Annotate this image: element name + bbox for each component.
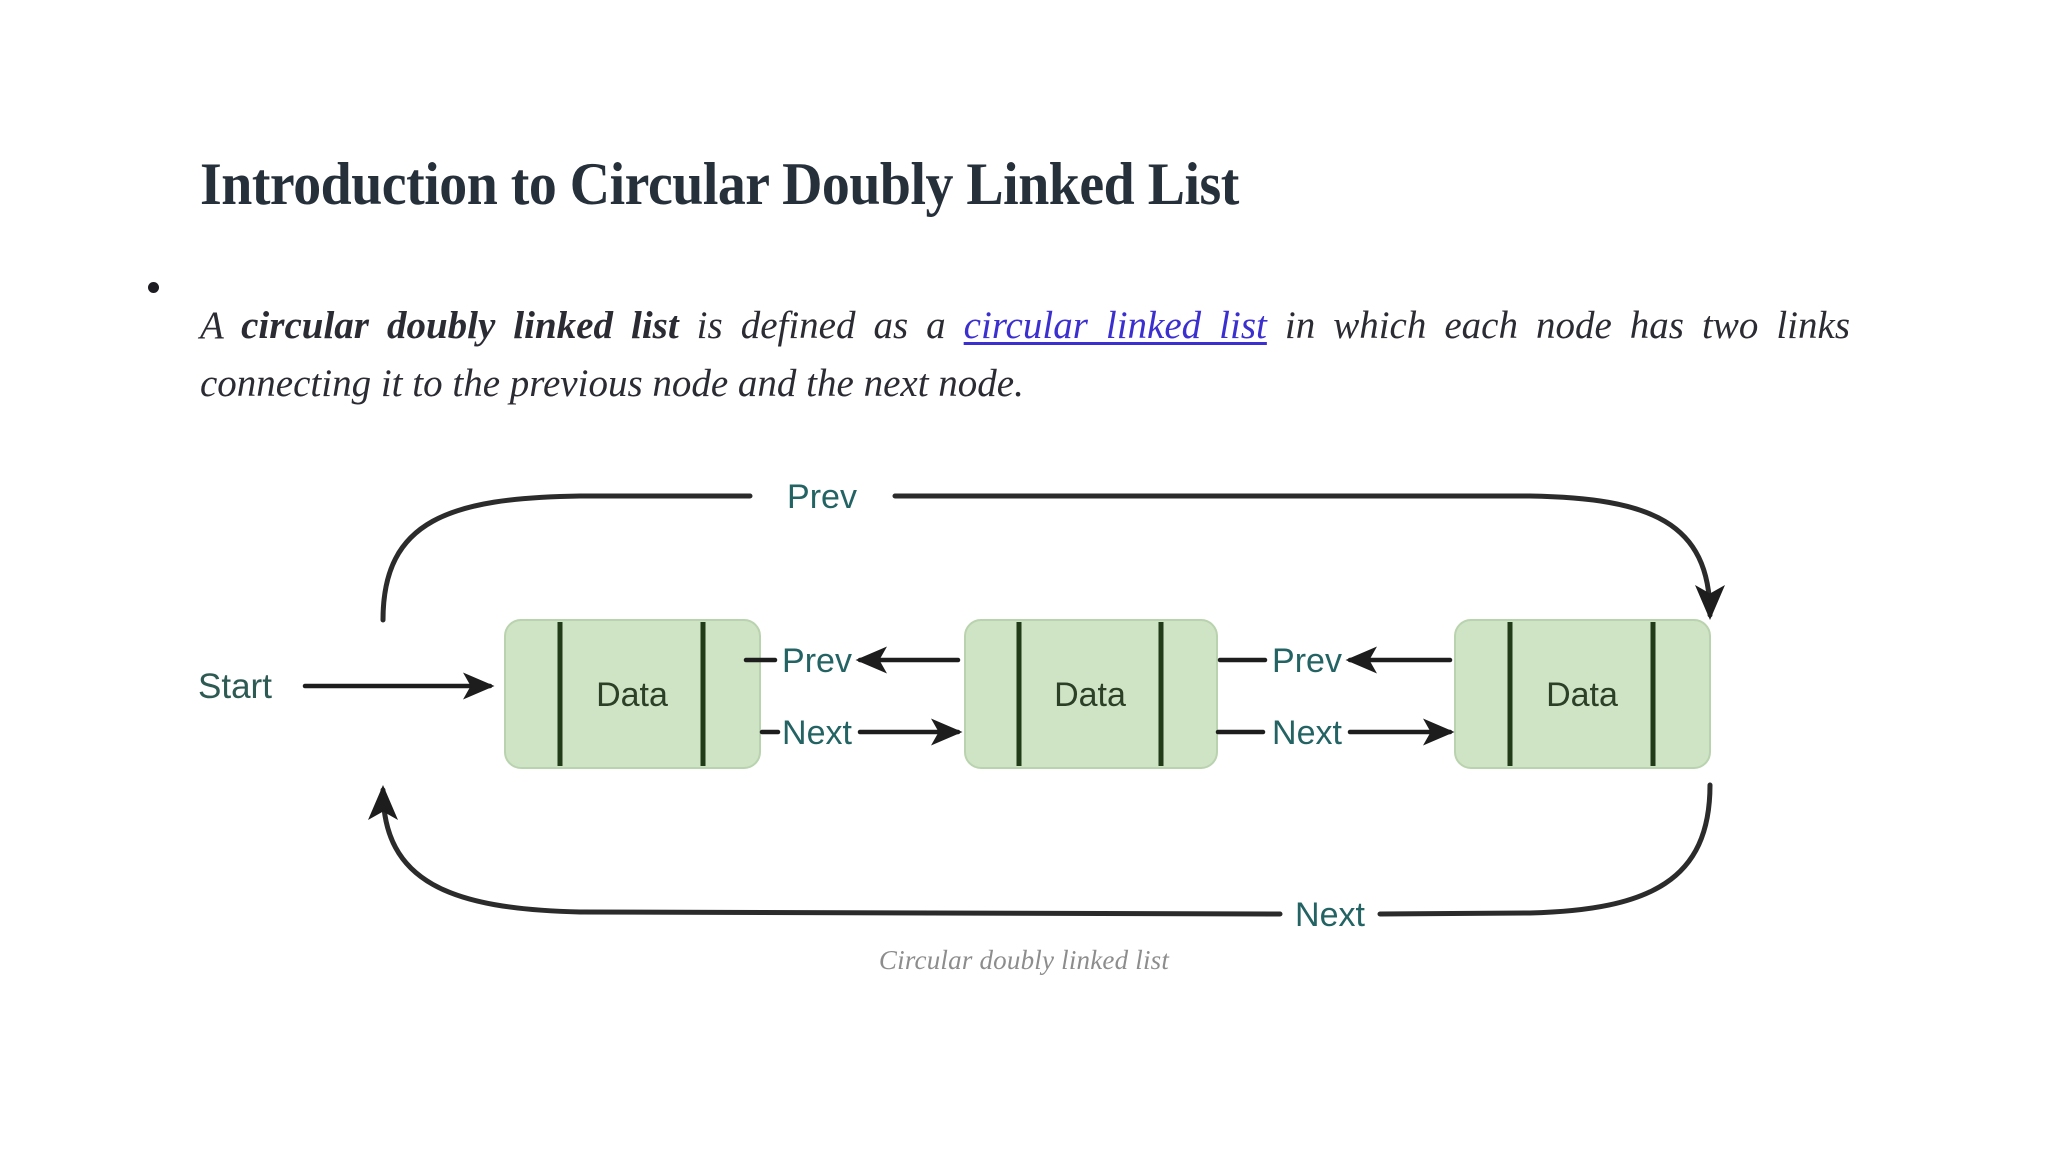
definition-paragraph: A circular doubly linked list is defined… (200, 297, 1850, 413)
link-circular-linked-list[interactable]: circular linked list (963, 304, 1267, 347)
paragraph-part-1: A (200, 304, 242, 347)
edge-next-node1-to-node2: Next (759, 714, 963, 752)
term-circular-doubly-linked-list: circular doubly linked list (241, 304, 679, 347)
paragraph-part-3: in which each node has two links connect… (200, 304, 1850, 405)
page-title: Introduction to Circular Doubly Linked L… (200, 151, 1239, 218)
edge-outer-prev: Prev (380, 478, 1725, 623)
node-3-box (1454, 619, 1711, 769)
node-1[interactable]: Data (504, 619, 761, 769)
edge-outer-next: Next (368, 782, 1713, 934)
node-2-label: Data (1054, 676, 1126, 714)
edge-prev-node2-to-node1: Prev (743, 642, 961, 680)
edge-label-next-2: Next (1272, 714, 1342, 752)
edge-outer-next-right-segment (1377, 782, 1713, 917)
edge-next-node2-to-node3: Next (1215, 714, 1455, 752)
node-1-box (504, 619, 761, 769)
node-2[interactable]: Data (964, 619, 1218, 769)
edge-outer-next-left-segment (368, 785, 1283, 917)
node-3-label: Data (1546, 676, 1618, 714)
node-3[interactable]: Data (1454, 619, 1711, 769)
edge-label-outer-prev: Prev (787, 478, 857, 516)
edge-label-outer-next: Next (1295, 896, 1365, 934)
edge-outer-prev-right-segment (892, 493, 1725, 620)
paragraph-part-2: is defined as a (678, 304, 964, 347)
bullet-dot-icon (148, 282, 159, 293)
node-2-box (964, 619, 1218, 769)
edge-prev-node3-to-node2: Prev (1217, 642, 1453, 680)
start-label: Start (198, 667, 272, 706)
node-1-label: Data (596, 676, 668, 714)
circular-doubly-linked-list-diagram: Prev Next Start Data (150, 450, 1900, 1010)
edge-label-next-1: Next (782, 714, 852, 752)
diagram-caption: Circular doubly linked list (878, 945, 1170, 975)
edge-label-prev-2: Prev (1272, 642, 1342, 680)
edge-outer-prev-left-segment (380, 493, 753, 623)
edge-label-prev-1: Prev (782, 642, 852, 680)
start-pointer: Start (198, 667, 495, 706)
